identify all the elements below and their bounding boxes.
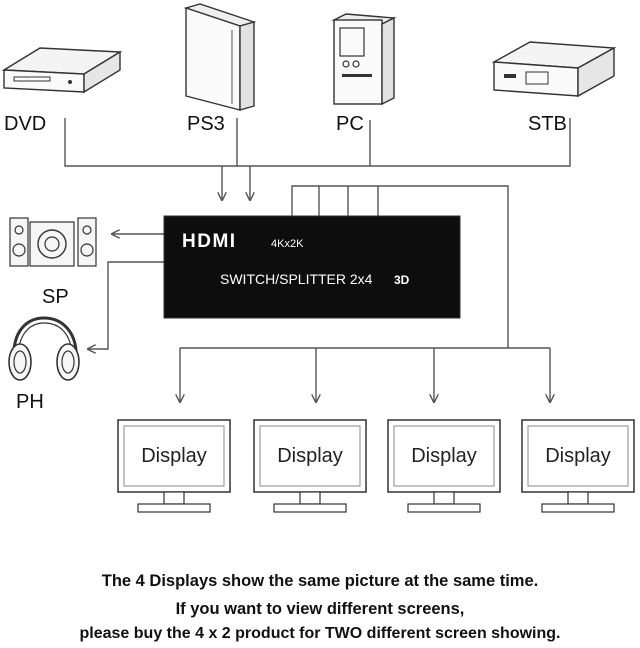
caption-line-1: The 4 Displays show the same picture at … — [101, 572, 539, 590]
headphone-label: PH — [16, 391, 44, 413]
speaker-icon — [9, 217, 97, 267]
display-monitor-3 — [387, 419, 501, 513]
audio-output-lines — [88, 234, 164, 349]
display-monitor-2 — [253, 419, 367, 513]
pc-label: PC — [336, 113, 364, 135]
caption-line-2: If you want to view different screens, — [175, 600, 465, 618]
display-4-label: Display — [545, 445, 611, 467]
stb-box-icon — [491, 41, 617, 98]
output-lines — [180, 185, 550, 402]
hdmi-switch-splitter — [163, 215, 461, 319]
source-input-lines — [64, 118, 571, 200]
device-resolution: 4Kx2K — [271, 238, 304, 250]
dvd-label: DVD — [4, 113, 46, 135]
stb-label: STB — [528, 113, 567, 135]
ps3-console-icon — [183, 3, 257, 111]
headphones-icon — [8, 316, 80, 381]
display-1-label: Display — [141, 445, 207, 467]
display-monitor-4 — [521, 419, 635, 513]
dvd-player-icon — [1, 47, 123, 94]
display-2-label: Display — [277, 445, 343, 467]
pc-tower-icon — [331, 13, 397, 106]
caption-line-3: please buy the 4 x 2 product for TWO dif… — [79, 625, 561, 642]
3d-badge: 3D — [394, 273, 410, 287]
display-monitor-1 — [117, 419, 231, 513]
speaker-label: SP — [42, 286, 69, 308]
connection-diagram: DVD PS3 PC STB — [1, 3, 635, 513]
display-3-label: Display — [411, 445, 477, 467]
hdmi-logo: HDMI — [182, 231, 237, 252]
ps3-label: PS3 — [187, 113, 225, 135]
device-model: SWITCH/SPLITTER 2x4 — [220, 271, 373, 287]
